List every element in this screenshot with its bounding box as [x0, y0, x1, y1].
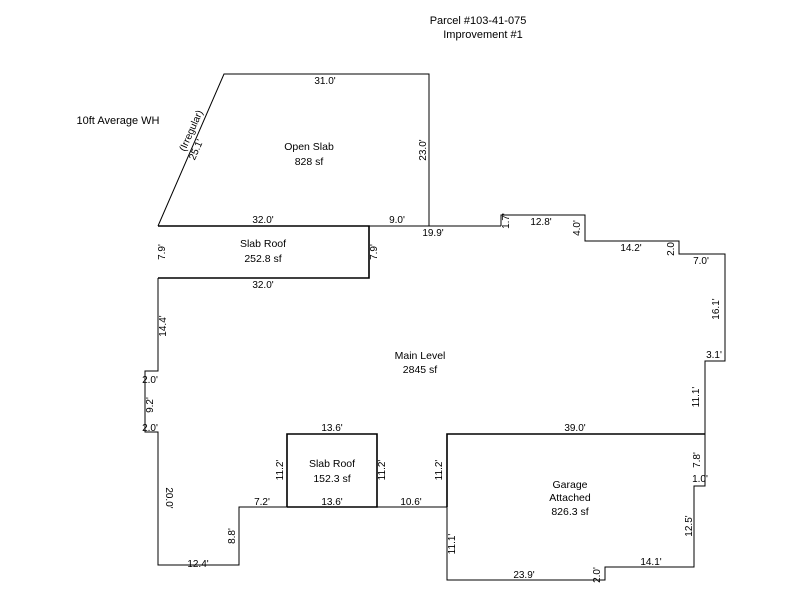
dim-label: 23.9'	[513, 570, 534, 581]
dim-label: 2.0'	[666, 240, 677, 256]
garage-top-edge	[446, 433, 705, 507]
dim-label: 14.1'	[640, 557, 661, 568]
dim-label: 39.0'	[564, 423, 585, 434]
dim-label: 11.1'	[691, 387, 702, 408]
dim-label: 11.1'	[447, 534, 458, 555]
dim-label: 12.5'	[684, 515, 695, 536]
dim-label: 2.0'	[142, 375, 158, 386]
sketch-lines	[144, 73, 726, 581]
dim-label: 12.4'	[187, 559, 208, 570]
slab-roof-small-name: Slab Roof	[309, 458, 355, 470]
dim-label: 7.0'	[693, 256, 709, 267]
dim-label: 32.0'	[252, 280, 273, 291]
dim-label: 4.0'	[572, 220, 583, 236]
dim-label: 9.0'	[389, 215, 405, 226]
garage-size: 826.3 sf	[551, 506, 588, 518]
slab-roof-small-outline	[286, 433, 378, 508]
garage-type: Attached	[549, 492, 591, 504]
dim-label: 1.0'	[692, 474, 708, 485]
slab-roof-top-outline	[158, 225, 370, 279]
dim-label: 7.9'	[157, 244, 168, 260]
dim-label: 11.2'	[377, 460, 388, 481]
dim-label: 16.1'	[711, 298, 722, 319]
dim-label: 7.8'	[692, 452, 703, 468]
parcel-number: Parcel #103-41-075	[430, 15, 527, 27]
slab-roof-top-size: 252.8 sf	[244, 253, 281, 265]
dim-label: 8.8'	[227, 528, 238, 544]
wall-height-note: 10ft Average WH	[77, 115, 160, 127]
main-level-size: 2845 sf	[403, 364, 438, 376]
dim-label: 13.6'	[321, 497, 342, 508]
open-slab-size: 828 sf	[295, 156, 324, 168]
slab-roof-small-size: 152.3 sf	[313, 473, 350, 485]
dim-label: 23.0'	[418, 139, 429, 160]
dim-label: 11.2'	[434, 460, 445, 481]
dim-label: 2.0'	[592, 567, 603, 583]
garage-outline	[446, 434, 706, 581]
dim-label: 1.7'	[501, 213, 512, 229]
dim-label: 19.9'	[422, 228, 443, 239]
dim-label: 13.6'	[321, 423, 342, 434]
dim-label: 3.1'	[706, 350, 722, 361]
dim-label: 2.0'	[142, 423, 158, 434]
slab-roof-top-name: Slab Roof	[240, 238, 286, 250]
main-level-name: Main Level	[395, 350, 446, 362]
dim-label: 14.2'	[620, 243, 641, 254]
dim-label: 7.9'	[369, 244, 380, 260]
dim-label: 32.0'	[252, 215, 273, 226]
dim-label: 20.0'	[163, 487, 174, 508]
dim-label: 10.6'	[400, 497, 421, 508]
dim-label: 12.8'	[530, 217, 551, 228]
dim-label: 14.4'	[158, 315, 169, 336]
open-slab-outline	[157, 73, 430, 227]
dim-label: 31.0'	[314, 76, 335, 87]
open-slab-name: Open Slab	[284, 141, 334, 153]
dim-label: 7.2'	[254, 497, 270, 508]
main-level-left-outline	[144, 278, 287, 566]
main-level-right-outline	[500, 214, 726, 434]
garage-name: Garage	[552, 479, 587, 491]
improvement-number: Improvement #1	[443, 29, 522, 41]
dim-label: 11.2'	[275, 460, 286, 481]
dim-label: 9.2'	[145, 397, 156, 413]
